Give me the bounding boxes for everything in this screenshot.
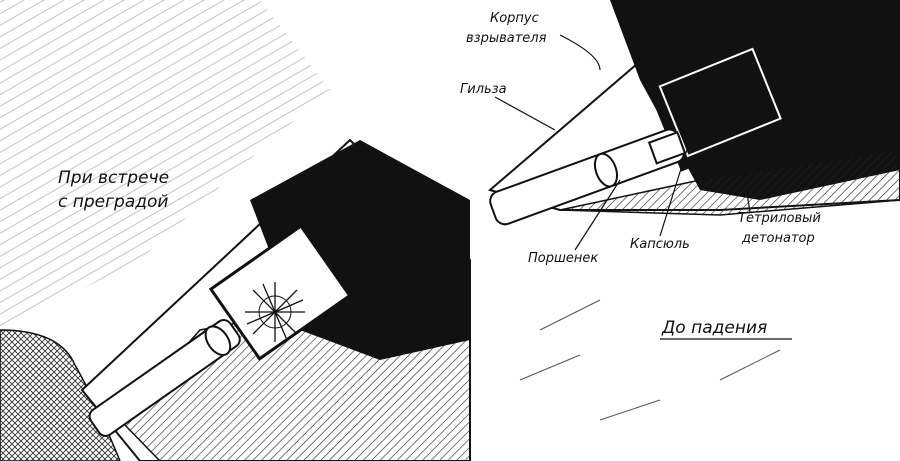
leader-detonator <box>739 149 751 213</box>
right-ground-streaks <box>519 299 781 421</box>
left-caption-line1: При встрече <box>58 168 169 188</box>
left-background-shading <box>0 0 330 330</box>
right-body-section <box>559 149 900 216</box>
label-primer: Капсюль <box>630 237 690 252</box>
right-caption: До падения <box>661 318 767 338</box>
left-detonator-chamber <box>208 223 352 361</box>
leader-piston <box>574 179 621 251</box>
label-body-line1: Корпус <box>490 11 539 26</box>
left-sleeve-piston <box>88 319 241 437</box>
right-detonator-chamber <box>644 33 797 172</box>
label-piston: Поршенек <box>528 251 598 266</box>
leader-primer <box>659 139 691 237</box>
left-caption-line2: с преградой <box>58 192 168 212</box>
right-sleeve-piston <box>489 128 687 226</box>
label-detonator-line1: Тетриловый <box>738 211 821 226</box>
leader-body <box>559 34 601 71</box>
label-sleeve: Гильза <box>460 82 507 97</box>
left-explosion-flash <box>245 282 305 342</box>
label-body-line2: взрывателя <box>466 31 547 46</box>
left-panel-impact: При встрече с преградой <box>0 0 471 461</box>
right-panel-before-fall: Корпус взрывателя Гильза Поршенек Капсюл… <box>460 0 900 421</box>
label-detonator-line2: детонатор <box>741 231 815 246</box>
leader-sleeve <box>494 96 556 131</box>
obstacle-barrier <box>0 329 121 461</box>
